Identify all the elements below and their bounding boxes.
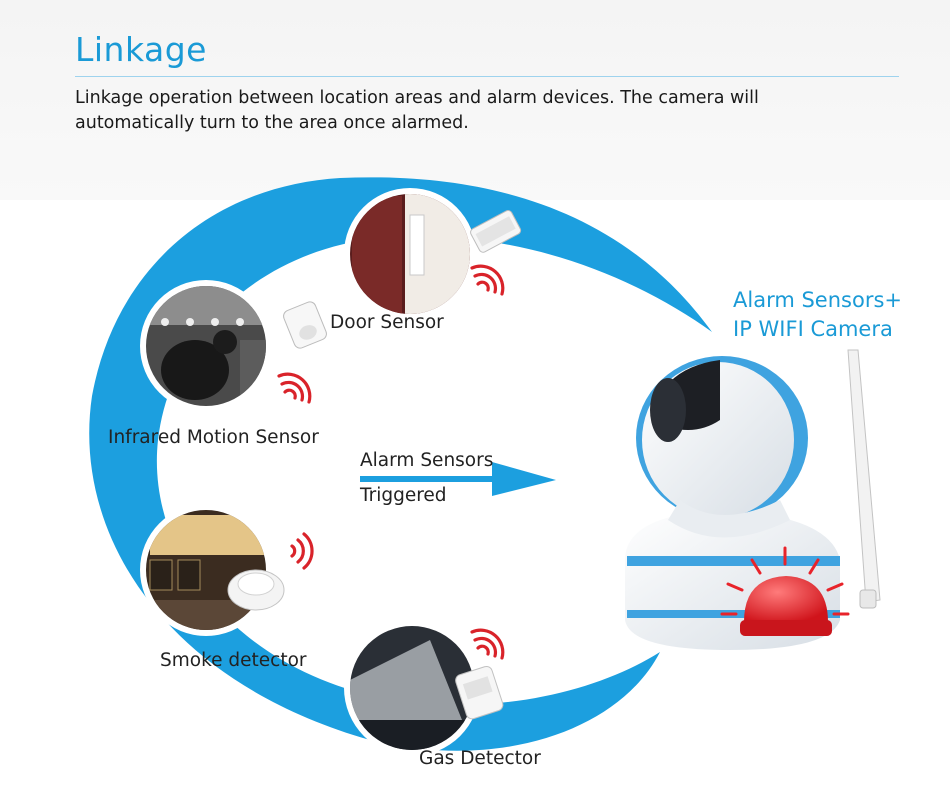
- camera-label-line2: IP WIFI Camera: [733, 317, 893, 341]
- door-sensor-bubble: [344, 188, 522, 320]
- signal-waves-icon: [470, 628, 505, 660]
- gas-detector-label: Gas Detector: [419, 748, 541, 769]
- signal-waves-icon: [277, 372, 312, 404]
- title-divider: [75, 76, 899, 77]
- gas-detector-bubble: [344, 620, 505, 756]
- motion-sensor-label: Infrared Motion Sensor: [108, 427, 319, 448]
- page-title: Linkage: [75, 30, 207, 69]
- door-sensor-label: Door Sensor: [330, 312, 444, 333]
- motion-sensor-device: [283, 301, 327, 349]
- signal-waves-icon: [470, 264, 505, 296]
- smoke-detector-label: Smoke detector: [160, 650, 307, 671]
- smoke-detector-bubble: [140, 504, 314, 636]
- page-description: Linkage operation between location areas…: [75, 88, 759, 133]
- arrow-right-icon: [360, 462, 556, 496]
- arrow-label-bottom: Triggered: [360, 485, 447, 506]
- motion-sensor-bubble: [140, 280, 327, 412]
- alarm-light-icon: [720, 546, 850, 636]
- arrow-label-top: Alarm Sensors: [360, 450, 494, 471]
- signal-waves-icon: [290, 532, 314, 570]
- door-sensor-device: [470, 209, 522, 253]
- camera-label: Alarm Sensors+ IP WIFI Camera: [733, 286, 902, 344]
- gas-detector-device: [455, 665, 504, 720]
- camera-label-line1: Alarm Sensors+: [733, 288, 902, 312]
- smoke-detector-device: [227, 569, 285, 611]
- header-background: [0, 0, 950, 200]
